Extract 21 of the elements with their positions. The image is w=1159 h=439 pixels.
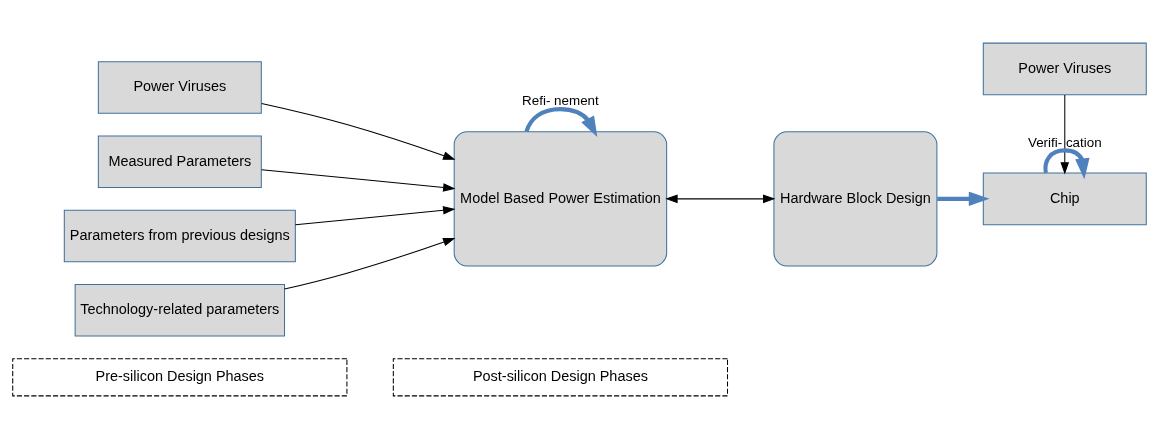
node-box: Pre-silicon Design Phases xyxy=(12,358,348,397)
node-box: Power Viruses xyxy=(982,42,1147,96)
arrow xyxy=(1060,94,1070,175)
arrow xyxy=(937,191,990,207)
node-box: Parameters from previous designs xyxy=(63,209,296,263)
node-box: Model Based Power Estimation xyxy=(453,131,668,267)
arrow xyxy=(284,237,456,290)
node-box: Measured Parameters xyxy=(97,135,262,189)
node-box: Chip xyxy=(982,172,1147,226)
edge-label: Refi- nement xyxy=(522,93,599,109)
arrow xyxy=(1043,148,1090,180)
arrow xyxy=(524,107,598,138)
node-box: Power Viruses xyxy=(97,61,262,114)
node-box: Technology-related parameters xyxy=(74,283,286,337)
node-box: Post-silicon Design Phases xyxy=(392,358,729,397)
arrow xyxy=(261,103,456,160)
arrow xyxy=(294,205,456,226)
edge-label: Verifi- cation xyxy=(1027,134,1102,150)
node-box: Hardware Block Design xyxy=(773,131,938,267)
arrow xyxy=(261,169,456,192)
arrow xyxy=(665,194,776,204)
